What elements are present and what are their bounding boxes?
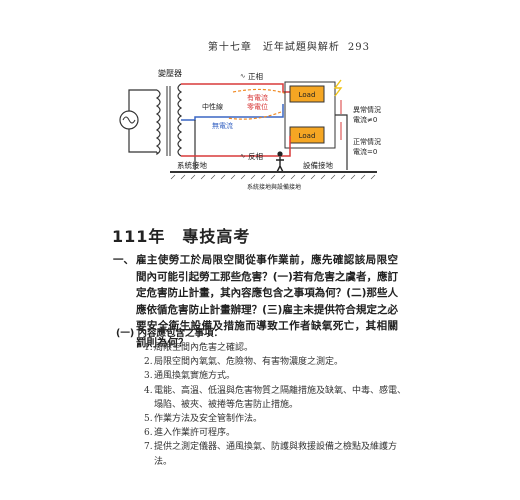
normal-label: 正常情況 (353, 137, 381, 146)
load-box-2 (289, 126, 325, 144)
item-number: 4. (144, 385, 153, 396)
equipment-ground-label: 設備接地 (303, 160, 333, 170)
chapter-title: 第十七章 近年試題與解析 (207, 42, 340, 53)
reverse-wire (181, 136, 291, 157)
neutral-wire (181, 104, 284, 121)
primary-coil (155, 89, 161, 156)
reverse-label: 反相 (248, 151, 263, 161)
list-item: 7.提供之測定儀器、通風換氣、防護與救援設備之檢點及維護方法。 (144, 440, 406, 468)
page-number: 293 (347, 42, 370, 53)
item-number: 1. (144, 343, 153, 353)
source-wire (128, 89, 157, 153)
live-wave-icon: ∿ (240, 72, 245, 80)
section-title: 111年 專技高考 (112, 227, 251, 246)
neutral-label: 中性線 (202, 102, 223, 111)
live-label: 正相 (248, 71, 263, 81)
ground-hatch (170, 174, 376, 180)
zero-current-label: 零電位 (247, 102, 268, 111)
no-current-label: 無電流 (212, 121, 233, 130)
item-text: 提供之測定儀器、通風換氣、防護與救援設備之檢點及維護方法。 (154, 442, 398, 467)
question-number: 一、 (113, 254, 134, 266)
load-box-1 (289, 85, 325, 103)
live-wire (181, 83, 290, 93)
answer-subheading: (一) 內容應包含之事項： (116, 328, 223, 339)
list-item: 6.進入作業許可程序。 (144, 426, 406, 440)
current-return-arrow (226, 111, 282, 120)
diagram-caption: 系統接地與設備接地 (247, 183, 301, 191)
equipment-ground-wire (335, 114, 348, 170)
abnormal-label: 異常情況 (353, 105, 381, 114)
person-body (276, 157, 284, 173)
transformer-label: 變壓器 (158, 68, 182, 78)
lightning-icon (333, 79, 343, 97)
question-text: 雇主使勞工於局限空間從事作業前，應先確認該局限空間內可能引起勞工那些危害？(一)… (136, 254, 398, 349)
has-current-label: 有電流 (247, 93, 268, 102)
item-text: 局限空間內氧氣、危險物、有害物濃度之測定。 (154, 357, 344, 368)
item-number: 2. (144, 357, 153, 368)
sine-icon (122, 116, 136, 124)
page-header: 第十七章 近年試題與解析 293 (208, 38, 370, 53)
current-flow-arrow (232, 88, 288, 95)
load-label-2: Load (299, 132, 316, 140)
list-item: 3.通風換氣實施方式。 (144, 369, 406, 383)
system-ground-label: 系統接地 (177, 160, 207, 170)
item-text: 局限空間內危害之確認。 (154, 343, 254, 353)
item-number: 3. (144, 371, 153, 382)
item-number: 6. (144, 428, 153, 439)
abnormal-current-label: 電流≠0 (353, 115, 377, 124)
answer-list: 1.局限空間內危害之確認。 2.局限空間內氧氣、危險物、有害物濃度之測定。 3.… (144, 341, 406, 469)
list-item: 1.局限空間內危害之確認。 (144, 341, 406, 355)
grounding-diagram: 變壓器 ∿ 正相 中性線 有電流 零電位 無電流 Load Load ∿ 反相 … (119, 68, 381, 191)
list-item: 2.局限空間內氧氣、危險物、有害物濃度之測定。 (144, 355, 406, 369)
list-item: 4.電能、高溫、低溫與危害物質之隔離措施及缺氧、中毒、感電、塌陷、被夾、被捲等危… (144, 384, 406, 412)
secondary-coil (177, 83, 183, 157)
item-text: 電能、高溫、低溫與危害物質之隔離措施及缺氧、中毒、感電、塌陷、被夾、被捲等危害防… (154, 385, 407, 410)
normal-current-label: 電流=0 (353, 147, 377, 156)
person-icon (277, 151, 283, 157)
item-number: 5. (144, 414, 153, 425)
list-item: 5.作業方法及安全管制作法。 (144, 412, 406, 426)
item-text: 進入作業許可程序。 (154, 428, 236, 439)
item-text: 通風換氣實施方式。 (154, 371, 236, 382)
load-label-1: Load (299, 91, 316, 99)
item-text: 作業方法及安全管制作法。 (154, 414, 263, 425)
reverse-wave-icon: ∿ (240, 152, 245, 160)
item-number: 7. (144, 442, 153, 453)
